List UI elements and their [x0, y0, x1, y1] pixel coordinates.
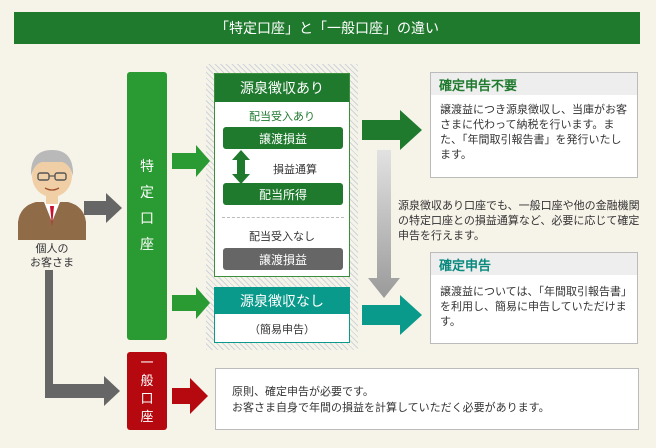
arrow-person-ippan	[45, 270, 120, 406]
gain-loss-pill-gray: 譲渡損益	[223, 248, 343, 270]
arrow-to-filing	[362, 295, 422, 335]
result-ippan-line2: お客さま自身で年間の損益を計算していただく必要があります。	[232, 401, 550, 414]
result-ippan-line1: 原則、確定申告が必要です。	[232, 385, 374, 398]
ippan-char: 一	[140, 356, 154, 371]
arrow-tokutei-withholding-yes	[172, 145, 210, 177]
dividend-no-label: 配当受入なし	[249, 230, 315, 243]
arrow-ippan-result	[172, 378, 208, 414]
person-label-line1: 個人の	[35, 242, 69, 255]
gain-loss-pill: 譲渡損益	[223, 127, 343, 149]
tokutei-char: 口	[140, 211, 154, 227]
arrow-to-no-filing	[362, 110, 422, 150]
result-ippan-box	[215, 368, 639, 430]
diagram-title: 「特定口座」と「一般口座」の違い	[14, 12, 640, 44]
result-no-filing-text: 譲渡益につき源泉徴収し、当庫がお客さまに代わって納税を行います。また、「年間取引…	[440, 103, 627, 161]
ippan-char: 口	[140, 392, 154, 407]
middle-note: 源泉徴収あり口座でも、一般口座や他の金融機関の特定口座との損益通算など、必要に応…	[398, 199, 640, 242]
withholding-no-header: 源泉徴収なし	[215, 288, 349, 314]
person-label-line2: お客さま	[30, 256, 74, 269]
dividend-income-pill: 配当所得	[223, 183, 343, 205]
tokutei-char: 特	[140, 159, 154, 175]
arrow-person-tokutei	[84, 193, 122, 223]
dividend-yes-label: 配当受入あり	[249, 110, 315, 123]
panel-divider	[222, 217, 344, 218]
person-label: 個人の お客さま	[18, 242, 86, 270]
result-no-filing-title: 確定申告不要	[431, 73, 637, 95]
result-filing-title: 確定申告	[431, 253, 637, 275]
netting-label: 損益通算	[273, 163, 317, 176]
tokutei-account-bar: 特 定 口 座	[127, 72, 167, 340]
ippan-char: 般	[140, 374, 154, 389]
person-figure	[18, 150, 86, 240]
arrow-tokutei-withholding-no	[172, 287, 210, 319]
tokutei-char: 定	[140, 185, 154, 201]
arrow-down-to-filing	[368, 150, 400, 298]
result-filing-text: 譲渡益については、「年間取引報告書」を利用し、簡易に申告していただけます。	[440, 285, 632, 328]
withholding-yes-header: 源泉徴収あり	[215, 74, 349, 102]
tokutei-char: 座	[140, 237, 154, 253]
withholding-no-sub: （簡易申告）	[249, 323, 315, 336]
ippan-account-bar: 一 般 口 座	[127, 352, 167, 430]
ippan-char: 座	[140, 410, 154, 425]
